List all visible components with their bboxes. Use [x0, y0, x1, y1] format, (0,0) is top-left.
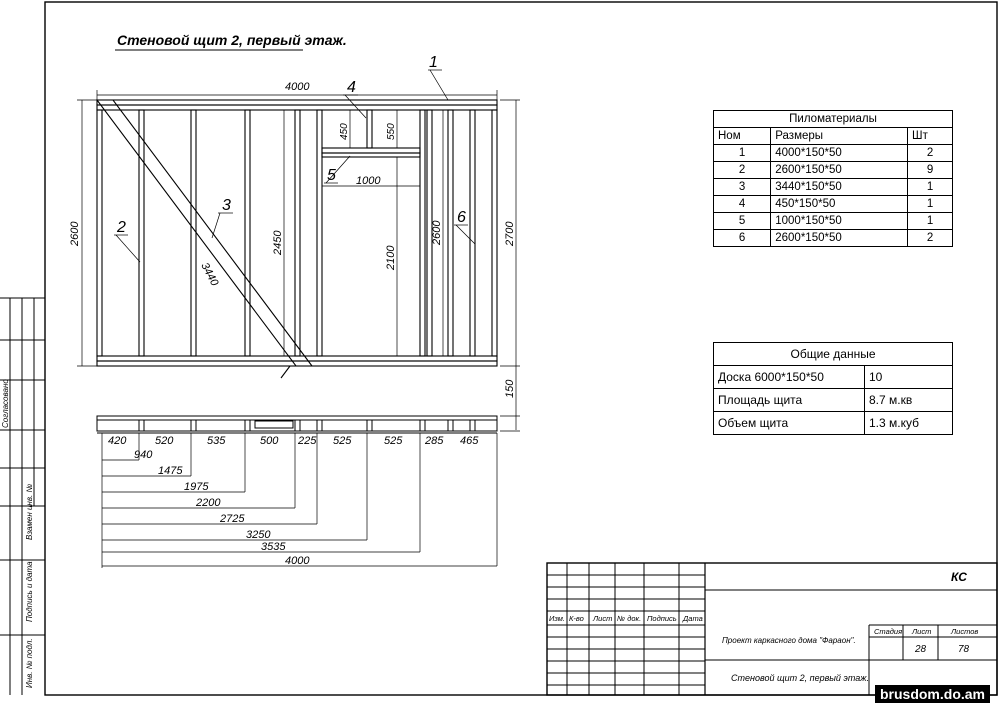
cell: 3 [712, 178, 772, 196]
segment-dim: 285 [424, 435, 444, 447]
lumber-table-title: Пиломатериалы [713, 110, 953, 128]
cumulative-dim: 4000 [285, 555, 310, 567]
tb-col-izm: Изм. [549, 614, 565, 623]
cell: 1.3 м.куб [864, 411, 953, 435]
cell: 4 [712, 195, 772, 213]
cell: 450*150*50 [770, 195, 909, 213]
dim-550: 550 [386, 123, 397, 140]
tb-sheet: 28 [914, 644, 927, 655]
tb-col-kvo: К-во [569, 614, 584, 623]
cumulative-dim: 2200 [195, 497, 221, 509]
callout-2: 2 [116, 219, 126, 236]
wall-frame [95, 99, 498, 379]
cell: 6 [712, 229, 772, 247]
tb-sheets-label: Листов [950, 627, 978, 636]
callout-1: 1 [429, 54, 438, 71]
cell: 2 [712, 161, 772, 179]
segment-dim: 525 [384, 435, 403, 447]
tb-col-doc: № док. [617, 614, 641, 623]
tb-code: КС [951, 570, 967, 584]
cell: Объем щита [713, 411, 865, 435]
cell: 1000*150*50 [770, 212, 909, 230]
cumulative-dim: 3250 [246, 529, 271, 541]
side-label: Инв. № подл. [25, 638, 34, 688]
dim-width: 4000 [285, 81, 310, 93]
segment-dim: 420 [108, 435, 127, 447]
side-label: Согласовано [1, 379, 10, 428]
segment-dim: 465 [460, 435, 479, 447]
segment-dim: 225 [297, 435, 317, 447]
callout-4: 4 [347, 79, 356, 96]
side-label: Взамен инв. № [25, 484, 34, 540]
dim-1000: 1000 [356, 175, 381, 187]
cell: 1 [712, 144, 772, 162]
dim-height-right: 2700 [504, 221, 516, 247]
tb-col-date: Дата [682, 614, 703, 623]
lumber-col-num: Ном [712, 127, 772, 145]
cumulative-dim: 1475 [158, 465, 183, 477]
lumber-col-size: Размеры [770, 127, 909, 145]
segment-dim: 520 [155, 435, 174, 447]
tb-stage-label: Стадия [874, 627, 902, 636]
dim-stud-2600: 2600 [431, 220, 443, 246]
segment-dim: 535 [207, 435, 226, 447]
callout-6: 6 [457, 209, 466, 226]
general-table-title: Общие данные [713, 342, 953, 366]
tb-col-sign: Подпись [647, 614, 677, 623]
watermark: brusdom.do.am [874, 685, 990, 703]
cell: 3440*150*50 [770, 178, 909, 196]
cell: 2 [907, 229, 953, 247]
cell: 2600*150*50 [770, 229, 909, 247]
drawing-title: Стеновой щит 2, первый этаж. [117, 32, 347, 48]
dim-450: 450 [339, 123, 350, 140]
tb-name: Стеновой щит 2, первый этаж. [731, 673, 869, 683]
cell: 1 [907, 178, 953, 196]
cell: 5 [712, 212, 772, 230]
title-block [546, 562, 998, 696]
tb-col-list: Лист [592, 614, 612, 623]
segment-dim: 525 [333, 435, 352, 447]
lumber-col-qty: Шт [907, 127, 953, 145]
dim-base: 150 [504, 379, 516, 398]
callout-5: 5 [327, 167, 336, 184]
cell: 8.7 м.кв [864, 388, 953, 412]
cell: 10 [864, 365, 953, 389]
cumulative-dim: 3535 [261, 541, 286, 553]
dim-2100: 2100 [385, 245, 397, 271]
cell: 1 [907, 212, 953, 230]
cell: 4000*150*50 [770, 144, 909, 162]
cell: Доска 6000*150*50 [713, 365, 865, 389]
cell: 2600*150*50 [770, 161, 909, 179]
cell: 9 [907, 161, 953, 179]
dim-diagonal: 3440 [198, 261, 220, 289]
side-label: Подпись и дата [25, 561, 34, 622]
cell: 2 [907, 144, 953, 162]
segment-dim: 500 [260, 435, 279, 447]
cumulative-dim: 2725 [219, 513, 245, 525]
tb-sheet-label: Лист [911, 627, 931, 636]
plate-plan [96, 415, 498, 434]
dim-height-left: 2600 [69, 221, 81, 247]
callout-3: 3 [222, 197, 231, 214]
cumulative-dim: 940 [134, 449, 153, 461]
dim-stud-2450: 2450 [272, 230, 284, 256]
cell: 1 [907, 195, 953, 213]
tb-project: Проект каркасного дома "Фараон". [722, 636, 856, 645]
cell: Площадь щита [713, 388, 865, 412]
tb-sheets: 78 [958, 644, 970, 655]
cumulative-dim: 1975 [184, 481, 209, 493]
